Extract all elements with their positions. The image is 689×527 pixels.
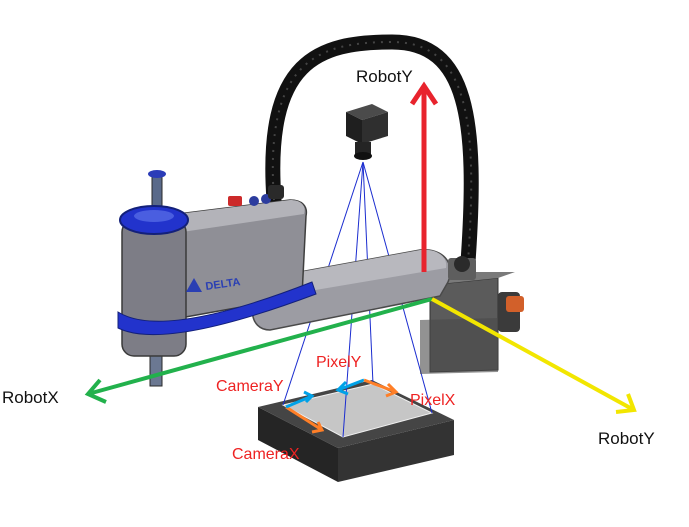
robot-y-top-label: RobotY	[356, 67, 413, 86]
delta-logo-icon: DELTA	[186, 276, 241, 293]
robot-x-label: RobotX	[2, 388, 59, 407]
robot-y-axis-up-arrowhead	[409, 81, 439, 106]
robot-x-axis-arrowhead	[84, 378, 107, 404]
camera-y-label: CameraY	[216, 378, 284, 395]
pixel-y-label: PixelY	[316, 354, 362, 371]
pixel-x-axis-arrowhead	[385, 382, 399, 398]
pixel-y-axis-line	[337, 378, 365, 392]
pixel-x-label: PixelX	[410, 392, 456, 409]
robot-blue-band	[117, 281, 317, 336]
camera-icon	[346, 104, 388, 160]
svg-text:DELTA: DELTA	[205, 276, 241, 293]
pixel-y-axis-arrowhead	[335, 380, 349, 396]
robot-x-axis-line	[87, 297, 433, 396]
pixel-x-axis-line	[363, 378, 397, 394]
robot-y-right-label: RobotY	[598, 429, 655, 448]
robot-y-axis-right-arrowhead	[615, 393, 637, 414]
camera-x-axis-arrowhead	[311, 421, 325, 434]
camera-y-axis-line	[285, 394, 313, 409]
robot-y-axis-right-line	[431, 297, 635, 412]
camera-x-label: CameraX	[232, 446, 300, 463]
camera-y-axis-arrowhead	[303, 390, 315, 404]
camera-x-axis-line	[285, 405, 323, 432]
